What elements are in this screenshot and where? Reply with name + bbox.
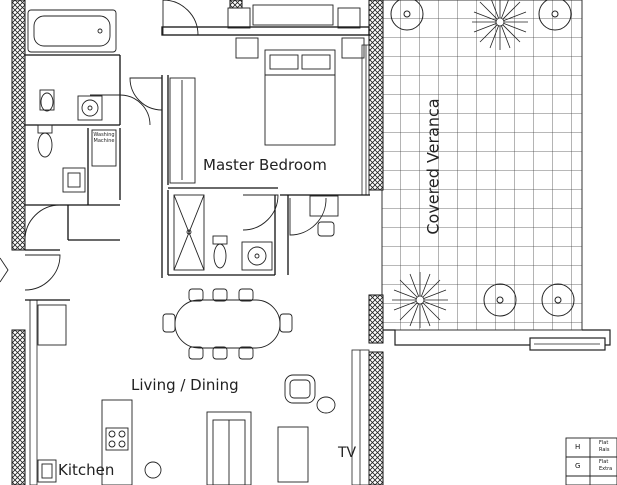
plant-icon bbox=[390, 0, 575, 317]
interior-walls bbox=[25, 26, 370, 301]
palm-plant-icon bbox=[392, 0, 528, 328]
veranda-floor-grid bbox=[381, 0, 583, 331]
washing-machine-label-line2: Machine bbox=[93, 138, 115, 144]
bathtub-icon bbox=[27, 9, 117, 53]
legend-row-h: H Flat Rais bbox=[566, 438, 617, 457]
dining-table bbox=[162, 288, 293, 360]
exterior-walls bbox=[11, 0, 384, 485]
washing-machine bbox=[91, 129, 117, 167]
washing-machine-label-line1: Washing bbox=[93, 132, 115, 138]
bed-icon bbox=[227, 4, 365, 146]
sink-icon bbox=[62, 95, 273, 271]
legend-text-line2: Rais bbox=[599, 447, 610, 453]
door-swings bbox=[0, 0, 327, 291]
room-label-tv: TV bbox=[338, 445, 357, 461]
legend-code: G bbox=[575, 462, 581, 470]
toilet-icon bbox=[37, 89, 228, 269]
legend-code: H bbox=[575, 443, 581, 451]
kitchen-units bbox=[37, 304, 162, 485]
legend-text-line1: Flat bbox=[599, 459, 609, 465]
desk-chair bbox=[309, 195, 339, 237]
room-label-kitchen: Kitchen bbox=[58, 461, 115, 479]
legend-text-line1: Flat bbox=[599, 440, 609, 446]
legend-box bbox=[565, 437, 617, 485]
window-glazing bbox=[29, 44, 370, 485]
room-label-covered-veranda: Covered Veranca bbox=[423, 98, 443, 235]
sofa-icon bbox=[206, 411, 252, 485]
room-label-master-bedroom: Master Bedroom bbox=[203, 156, 327, 174]
armchair-icon bbox=[284, 374, 336, 414]
wardrobe bbox=[169, 77, 196, 184]
room-label-living-dining: Living / Dining bbox=[131, 376, 239, 394]
legend-text-line2: Extra bbox=[599, 466, 613, 472]
coffee-table bbox=[277, 426, 309, 483]
veranda-edge bbox=[382, 329, 611, 351]
washing-machine-label: Washing Machine bbox=[93, 132, 115, 144]
shower-icon bbox=[173, 194, 205, 271]
legend-row-g: G Flat Extra bbox=[566, 457, 617, 476]
